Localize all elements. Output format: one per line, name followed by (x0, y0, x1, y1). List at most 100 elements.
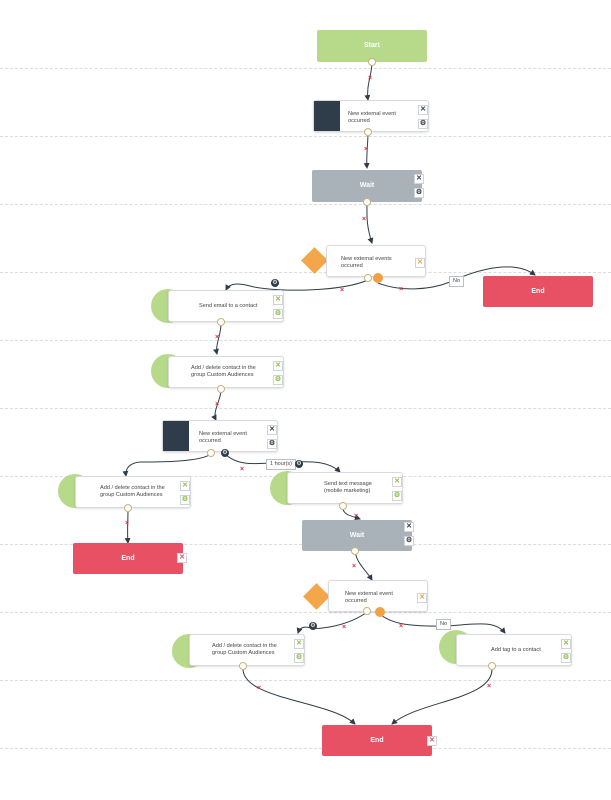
custom-audience-block[interactable]: Add / delete contact in the group Custom… (168, 356, 284, 388)
delete-connection-icon[interactable]: × (399, 623, 404, 630)
no-branch-label: No (449, 276, 465, 287)
gear-icon[interactable]: ⚙ (404, 536, 414, 546)
block-label: New external events occurred (341, 256, 392, 269)
yes-port[interactable] (364, 274, 372, 282)
delete-icon[interactable]: ✕ (267, 425, 277, 435)
settings-icon[interactable]: ⚙ (295, 460, 303, 468)
no-port[interactable] (375, 607, 385, 617)
delete-connection-icon[interactable]: × (364, 146, 369, 153)
block-label: New external event occurred (199, 431, 247, 444)
event-icon (314, 101, 340, 131)
delete-icon[interactable]: ✕ (418, 105, 428, 115)
output-port[interactable] (339, 502, 347, 510)
output-port[interactable] (363, 198, 371, 206)
delete-icon[interactable]: ✕ (417, 593, 427, 603)
delete-connection-icon[interactable]: × (342, 624, 347, 631)
delete-connection-icon[interactable]: × (487, 683, 492, 690)
row-divider (0, 68, 611, 69)
output-port[interactable] (239, 662, 247, 670)
end-node[interactable]: End (73, 543, 183, 574)
external-event-block[interactable]: New external event occurred ✕ ⚙ (162, 420, 278, 452)
yes-port[interactable] (363, 607, 371, 615)
delete-connection-icon[interactable]: × (354, 513, 359, 520)
delete-icon[interactable]: ✕ (404, 522, 414, 532)
output-port[interactable] (217, 385, 225, 393)
gear-icon[interactable]: ⚙ (414, 188, 424, 198)
send-email-block[interactable]: Send email to a contact ✕ ⚙ (168, 290, 284, 322)
output-port[interactable] (364, 128, 372, 136)
block-label: Send text message (mobile marketing) (324, 481, 372, 494)
row-divider (0, 680, 611, 681)
row-divider (0, 136, 611, 137)
output-port[interactable] (124, 504, 132, 512)
delete-icon[interactable]: ✕ (415, 258, 425, 268)
send-sms-block[interactable]: Send text message (mobile marketing) ✕ ⚙ (287, 472, 403, 504)
block-label: Add tag to a contact (491, 647, 541, 653)
cursor-click-icon (163, 421, 189, 451)
row-divider (0, 748, 611, 749)
wait-node[interactable]: Wait (302, 520, 412, 551)
output-port[interactable] (217, 318, 225, 326)
output-port[interactable] (351, 547, 359, 555)
external-event-block[interactable]: New external event occurred ✕ ⚙ (313, 100, 429, 132)
start-node[interactable]: Start (317, 30, 427, 62)
delete-icon[interactable]: ✕ (294, 639, 304, 649)
delete-icon[interactable]: ✕ (180, 481, 190, 491)
no-branch-label: No (436, 619, 452, 630)
gear-icon[interactable]: ⚙ (392, 491, 402, 501)
no-port[interactable] (373, 273, 383, 283)
delete-icon[interactable]: ✕ (414, 174, 424, 184)
block-label: New external event occurred (348, 111, 396, 124)
delete-icon[interactable]: ✕ (273, 361, 283, 371)
gear-icon[interactable]: ⚙ (180, 495, 190, 505)
delete-icon[interactable]: ✕ (561, 639, 571, 649)
delete-connection-icon[interactable]: × (340, 287, 345, 294)
gear-icon[interactable]: ⚙ (273, 309, 283, 319)
wire (122, 453, 212, 477)
block-label: Add / delete contact in the group Custom… (100, 485, 165, 498)
gear-icon[interactable]: ⚙ (273, 375, 283, 385)
row-divider (0, 272, 611, 273)
wire (296, 611, 368, 634)
add-tag-block[interactable]: Add tag to a contact ✕ ⚙ (456, 634, 572, 666)
output-port[interactable] (368, 58, 376, 66)
block-label: Send email to a contact (199, 303, 258, 309)
delete-connection-icon[interactable]: × (362, 216, 367, 223)
delete-icon[interactable]: ✕ (177, 553, 187, 563)
delete-icon[interactable]: ✕ (273, 295, 283, 305)
gear-icon[interactable]: ⚙ (267, 439, 277, 449)
row-divider (0, 340, 611, 341)
delete-connection-icon[interactable]: × (215, 401, 220, 408)
wait-node[interactable]: Wait (312, 170, 422, 202)
delete-connection-icon[interactable]: × (240, 466, 245, 473)
row-divider (0, 612, 611, 613)
row-divider (0, 408, 611, 409)
wire (225, 279, 369, 291)
delete-connection-icon[interactable]: × (215, 334, 220, 341)
row-divider (0, 204, 611, 205)
wire (366, 201, 374, 244)
block-label: New external event occurred (345, 591, 393, 604)
delete-connection-icon[interactable]: × (125, 520, 130, 527)
gear-icon[interactable]: ⚙ (418, 119, 428, 129)
gear-icon[interactable]: ⚙ (294, 653, 304, 663)
settings-icon[interactable]: ⚙ (309, 622, 317, 630)
delete-connection-icon[interactable]: × (368, 75, 373, 82)
delete-connection-icon[interactable]: × (257, 685, 262, 692)
gear-icon[interactable]: ⚙ (561, 653, 571, 663)
wire (242, 666, 356, 725)
end-node[interactable]: End (483, 276, 593, 307)
delete-connection-icon[interactable]: × (352, 563, 357, 570)
yes-port[interactable] (207, 449, 215, 457)
timer-icon[interactable]: ⚙ (221, 449, 229, 457)
output-port[interactable] (488, 662, 496, 670)
end-node[interactable]: End (322, 725, 432, 756)
custom-audience-block[interactable]: Add / delete contact in the group Custom… (75, 476, 191, 508)
custom-audience-block[interactable]: Add / delete contact in the group Custom… (189, 634, 305, 666)
delete-connection-icon[interactable]: × (399, 286, 404, 293)
condition-block[interactable]: New external event occurred ✕ (328, 580, 428, 612)
settings-icon[interactable]: ⚙ (271, 279, 279, 287)
delete-icon[interactable]: ✕ (427, 736, 437, 746)
delete-icon[interactable]: ✕ (392, 477, 402, 487)
